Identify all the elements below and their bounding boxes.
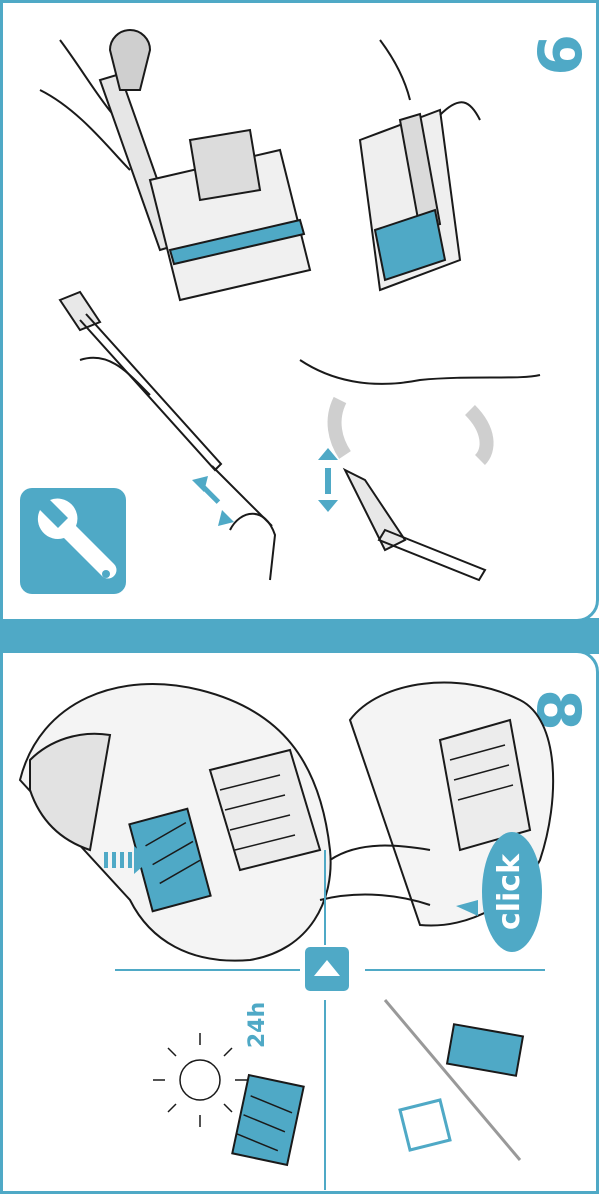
double-arrow-icon — [318, 448, 338, 512]
up-arrow-icon — [305, 947, 349, 991]
floor-nozzle-illustration — [40, 30, 310, 300]
click-label: click — [492, 850, 532, 934]
double-arrow-icon — [192, 476, 234, 526]
filter-drying-illustration — [232, 1075, 303, 1165]
sun-icon — [153, 1033, 247, 1127]
dry-time-label: 24h — [245, 997, 275, 1053]
no-wash-illustration — [385, 1000, 523, 1160]
hose-illustration — [300, 360, 540, 580]
turbo-brush-illustration — [360, 40, 480, 290]
wrench-icon — [20, 488, 126, 594]
